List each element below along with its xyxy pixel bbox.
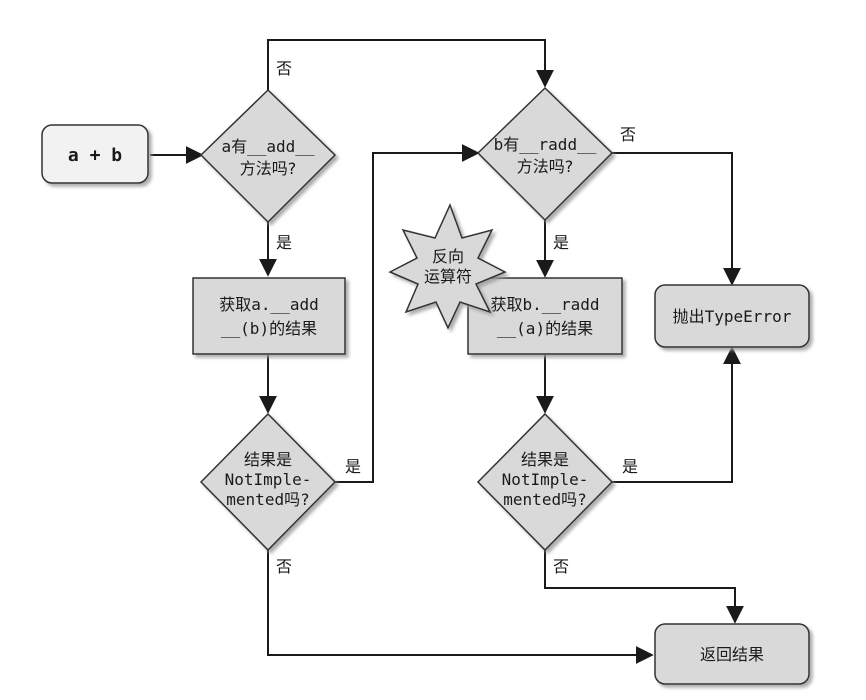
decision-b-notimpl-line2: NotImple- bbox=[502, 470, 589, 489]
label-b-notimpl-yes: 是 bbox=[622, 457, 638, 476]
edge-b-notimpl-no bbox=[544, 550, 744, 624]
process-a-add: 获取a.__add __(b)的结果 bbox=[192, 277, 346, 355]
decision-a-notimpl-line3: mented吗? bbox=[226, 490, 309, 509]
process-a-add-line1: 获取a.__add bbox=[219, 295, 318, 314]
raise-typeerror-node: 抛出TypeError bbox=[654, 284, 810, 348]
raise-typeerror-label: 抛出TypeError bbox=[673, 307, 792, 326]
label-a-notimpl-yes: 是 bbox=[345, 457, 361, 476]
start-node: a + b bbox=[41, 124, 149, 184]
process-b-radd-line2: __(a)的结果 bbox=[497, 319, 593, 338]
decision-b-has-radd-line2: 方法吗? bbox=[517, 157, 574, 176]
edge-b-radd-no bbox=[612, 152, 741, 286]
label-b-radd-no: 否 bbox=[620, 125, 636, 144]
connectors bbox=[150, 39, 744, 664]
decision-a-notimpl-line2: NotImple- bbox=[225, 470, 312, 489]
label-b-notimpl-no: 否 bbox=[553, 557, 569, 576]
burst-line1: 反向 bbox=[432, 247, 464, 266]
edge-a-notimpl-yes bbox=[335, 144, 480, 483]
decision-b-notimpl-line3: mented吗? bbox=[503, 490, 586, 509]
process-b-radd-line1: 获取b.__radd bbox=[490, 295, 599, 314]
decision-a-notimplemented: 结果是 NotImple- mented吗? bbox=[199, 412, 337, 552]
edge-a-add-no bbox=[267, 39, 554, 90]
decision-b-notimplemented: 结果是 NotImple- mented吗? bbox=[476, 412, 614, 552]
decision-a-has-add: a有__add__ 方法吗? bbox=[199, 88, 337, 224]
reverse-operator-burst: 反向 运算符 bbox=[388, 203, 507, 330]
label-a-add-no: 否 bbox=[276, 59, 292, 78]
label-a-add-yes: 是 bbox=[276, 233, 292, 252]
burst-line2: 运算符 bbox=[424, 267, 472, 286]
label-b-radd-yes: 是 bbox=[553, 233, 569, 252]
edge-b-notimpl-yes bbox=[612, 346, 741, 483]
decision-a-notimpl-line1: 结果是 bbox=[244, 450, 292, 469]
decision-a-has-add-line2: 方法吗? bbox=[240, 159, 297, 178]
edge-labels: 否 是 否 是 是 否 是 否 bbox=[276, 59, 638, 576]
decision-a-has-add-line1: a有__add__ bbox=[221, 137, 314, 156]
start-label: a + b bbox=[68, 145, 122, 166]
label-a-notimpl-no: 否 bbox=[276, 557, 292, 576]
decision-b-notimpl-line1: 结果是 bbox=[521, 450, 569, 469]
process-a-add-line2: __(b)的结果 bbox=[221, 319, 317, 338]
edge-a-notimpl-no bbox=[267, 550, 654, 664]
process-b-radd: 获取b.__radd __(a)的结果 bbox=[467, 277, 623, 355]
decision-b-has-radd: b有__radd__ 方法吗? bbox=[476, 86, 614, 222]
decision-b-has-radd-line1: b有__radd__ bbox=[494, 135, 597, 154]
return-result-node: 返回结果 bbox=[654, 623, 810, 685]
return-result-label: 返回结果 bbox=[700, 645, 764, 664]
